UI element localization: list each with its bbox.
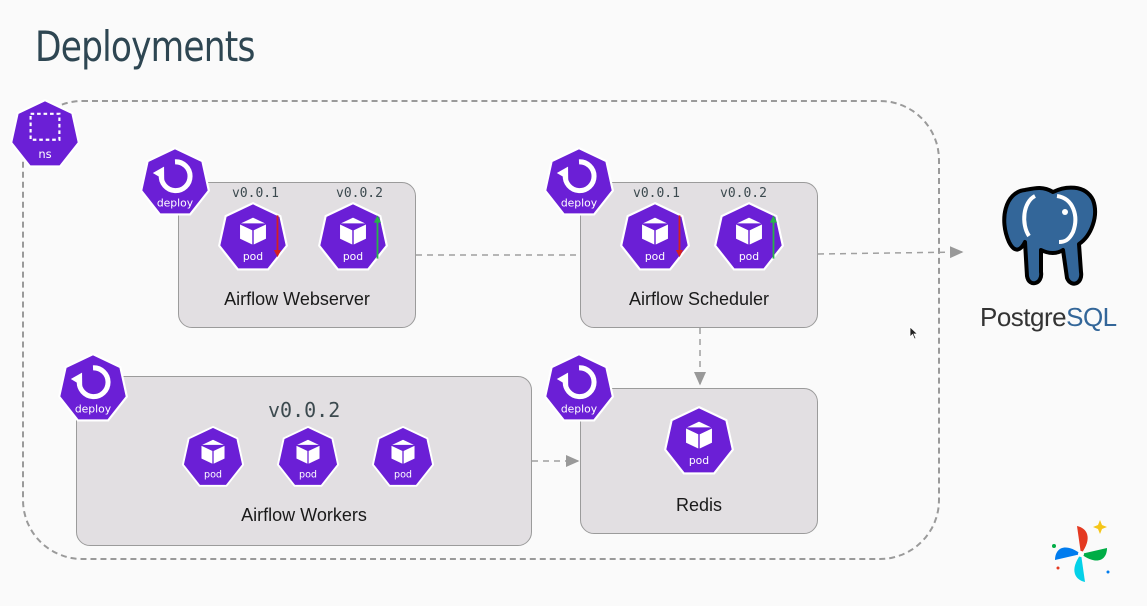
- svg-text:pod: pod: [689, 454, 709, 467]
- webserver-deploy-icon: deploy: [138, 146, 212, 218]
- svg-text:pod: pod: [204, 469, 222, 480]
- workers-version: v0.0.2: [268, 398, 341, 422]
- webserver-version-2: v0.0.2: [336, 186, 383, 201]
- svg-text:pod: pod: [243, 250, 263, 263]
- scheduler-version-2: v0.0.2: [720, 186, 767, 201]
- svg-text:pod: pod: [299, 469, 317, 480]
- namespace-boundary: [22, 100, 940, 560]
- webserver-pod-v1: pod: [216, 201, 290, 273]
- mouse-cursor-icon: [909, 326, 919, 340]
- postgres-text-suffix: SQL: [1066, 302, 1117, 332]
- worker-pod-1: pod: [180, 425, 246, 489]
- workers-label: Airflow Workers: [241, 505, 367, 525]
- scheduler-pod-v1: pod: [618, 201, 692, 273]
- namespace-icon: ns: [8, 98, 82, 170]
- scheduler-deployment-box: Airflow Scheduler: [580, 182, 818, 328]
- svg-text:pod: pod: [343, 250, 363, 263]
- postgres-logo-text: PostgreSQL: [980, 302, 1117, 333]
- webserver-label: Airflow Webserver: [224, 289, 370, 309]
- redis-pod: pod: [662, 405, 736, 477]
- namespace-label: ns: [38, 147, 51, 161]
- redis-label: Redis: [675, 495, 723, 515]
- webserver-pod-v2: pod: [316, 201, 390, 273]
- scheduler-label: Airflow Scheduler: [628, 289, 770, 309]
- redis-deploy-icon: deploy: [542, 352, 616, 424]
- webserver-deployment-box: Airflow Webserver: [178, 182, 416, 328]
- workers-deploy-icon: deploy: [56, 352, 130, 424]
- webserver-version-1: v0.0.1: [232, 186, 279, 201]
- postgres-text-prefix: Postgre: [980, 302, 1067, 332]
- worker-pod-2: pod: [275, 425, 341, 489]
- svg-text:pod: pod: [394, 469, 412, 480]
- svg-text:pod: pod: [645, 250, 665, 263]
- page-title: Deployments: [35, 22, 255, 71]
- scheduler-deploy-icon: deploy: [542, 146, 616, 218]
- scheduler-version-1: v0.0.1: [633, 186, 680, 201]
- airflow-pinwheel-icon: [1052, 520, 1110, 582]
- postgres-elephant-icon: [995, 180, 1105, 292]
- worker-pod-3: pod: [370, 425, 436, 489]
- svg-text:deploy: deploy: [561, 196, 598, 209]
- svg-text:deploy: deploy: [561, 402, 598, 415]
- svg-text:deploy: deploy: [75, 402, 112, 415]
- svg-text:deploy: deploy: [157, 196, 194, 209]
- scheduler-pod-v2: pod: [712, 201, 786, 273]
- svg-text:pod: pod: [739, 250, 759, 263]
